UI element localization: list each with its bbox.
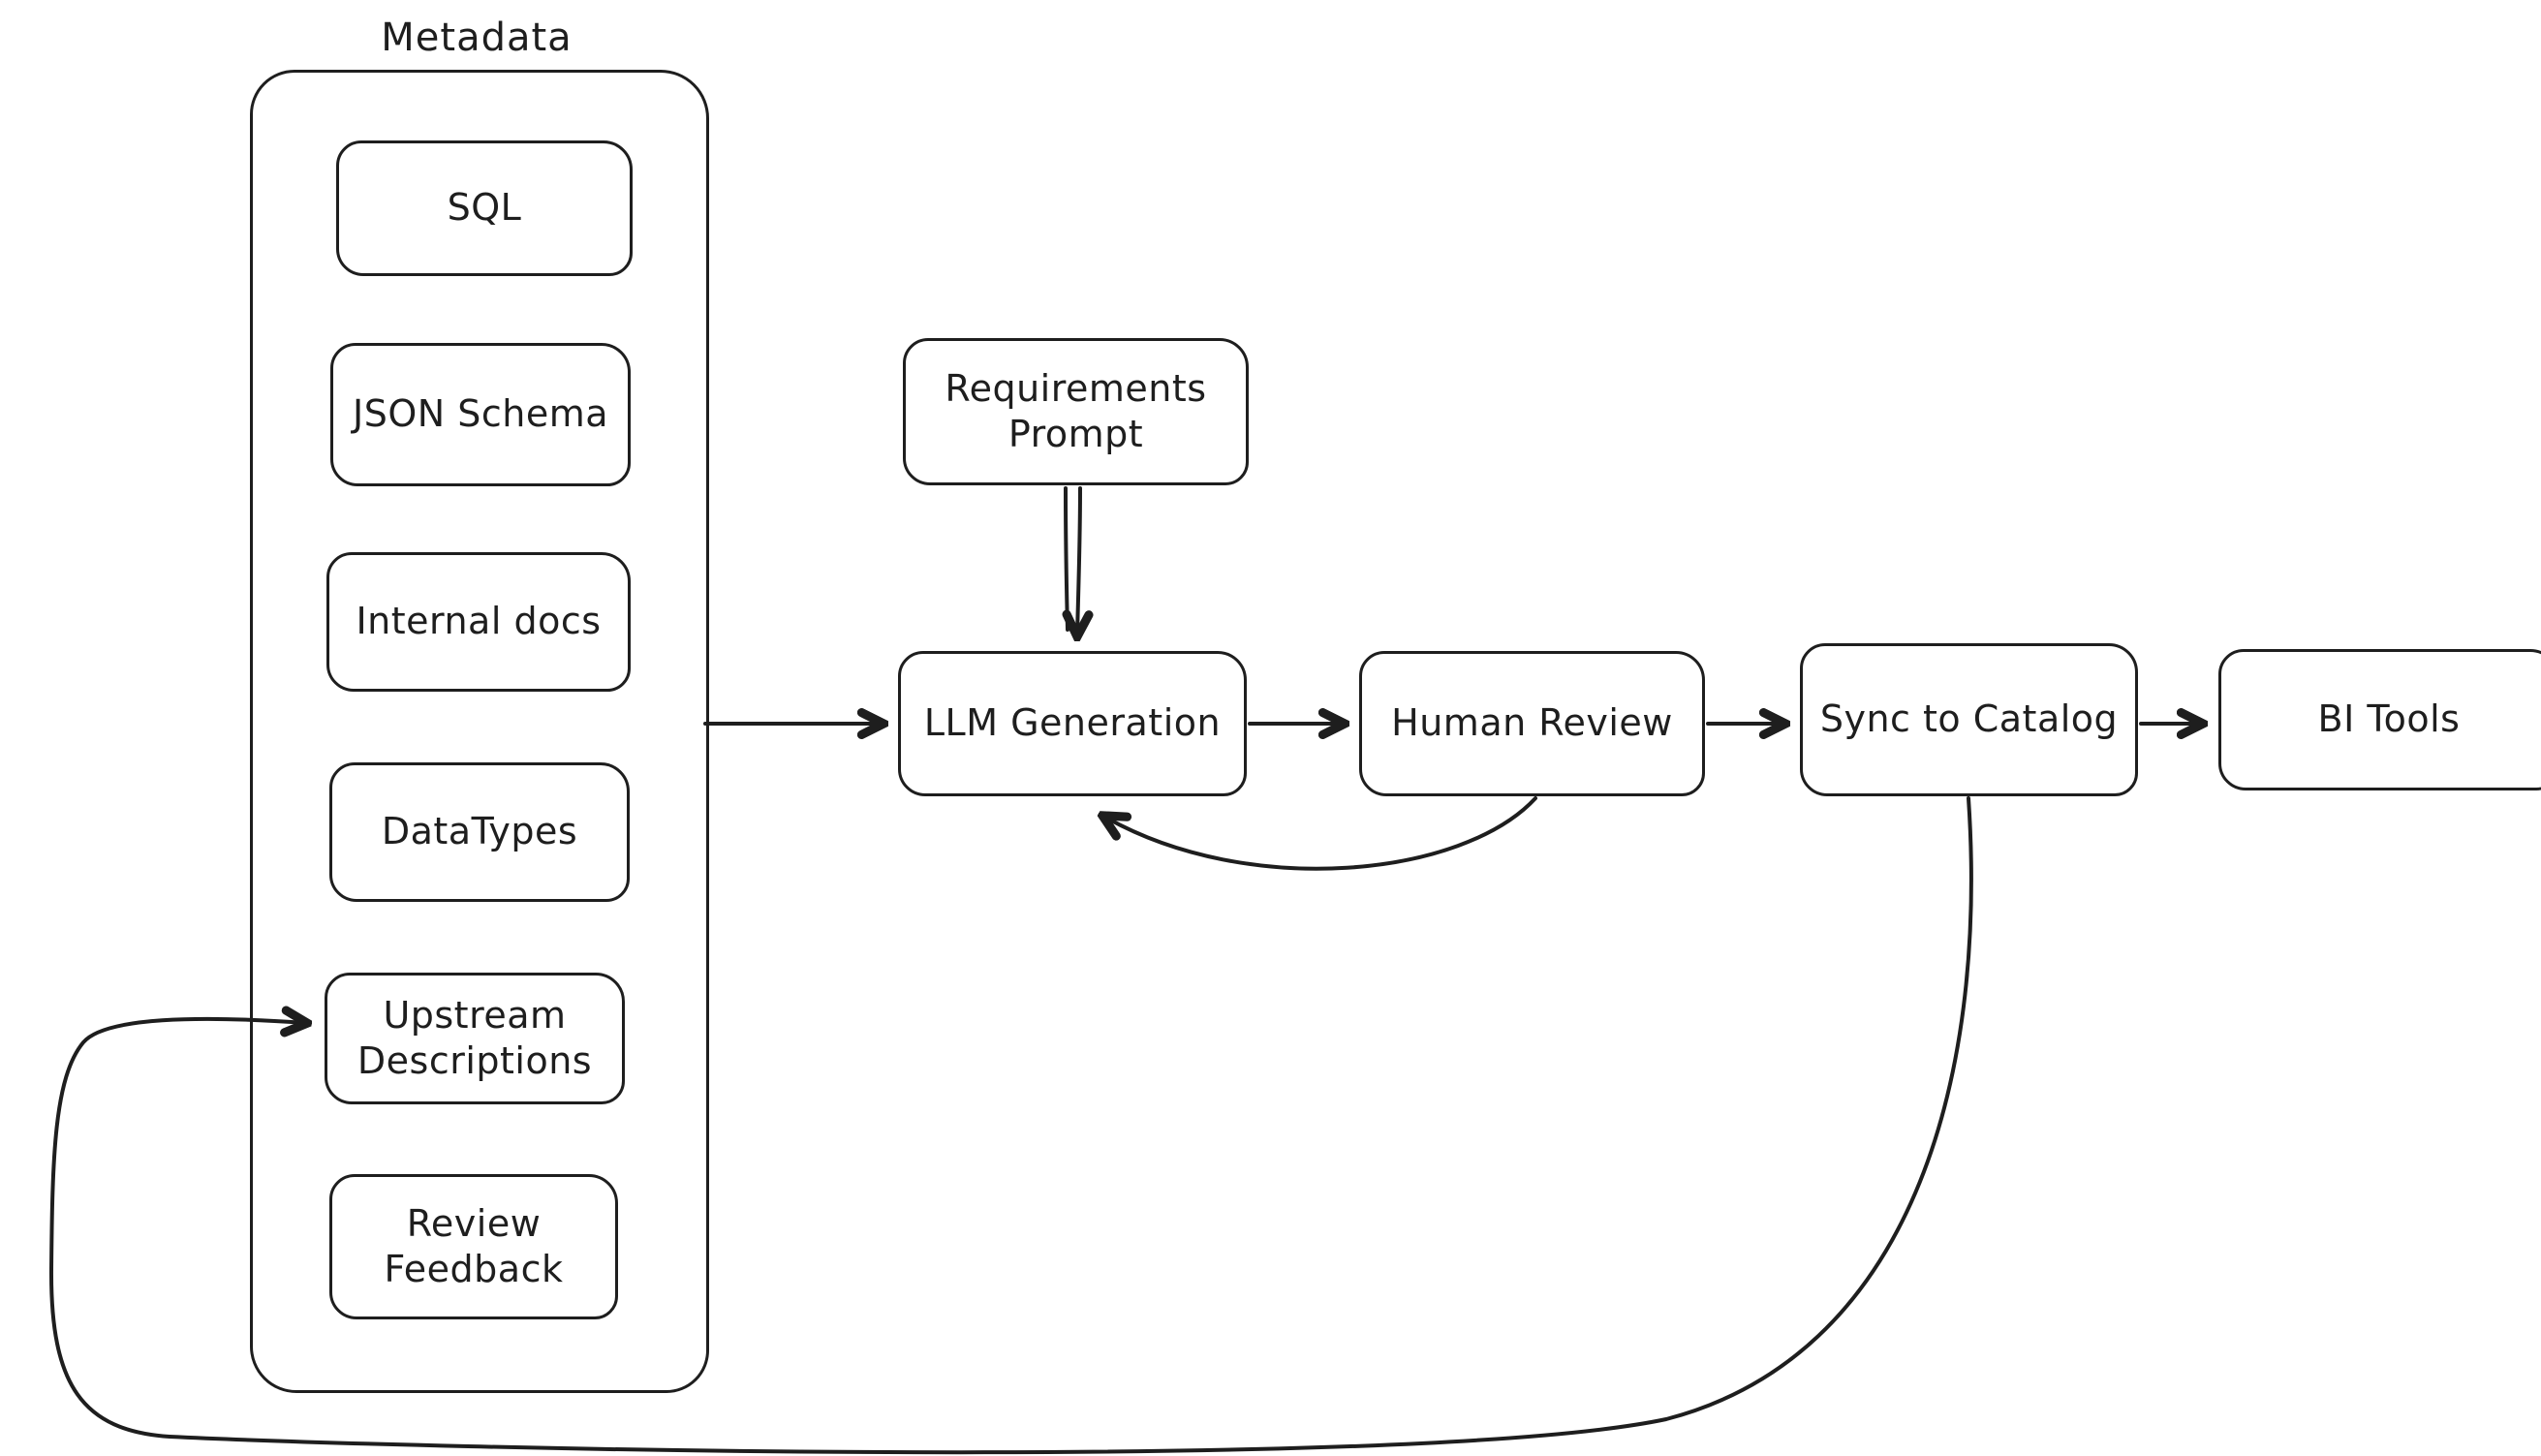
node-internal-docs-label: Internal docs (356, 600, 602, 643)
node-requirements-prompt: Requirements Prompt (903, 338, 1249, 485)
node-datatypes: DataTypes (329, 762, 630, 902)
node-json-schema-label: JSON Schema (352, 392, 609, 436)
node-json-schema: JSON Schema (330, 343, 631, 486)
metadata-group-label: Metadata (381, 15, 573, 60)
node-requirements-prompt-label: Requirements Prompt (945, 366, 1207, 456)
metadata-group-frame (250, 70, 709, 1393)
node-sync-to-catalog-label: Sync to Catalog (1819, 697, 2119, 741)
edge-requirements-to-llm-sketch (1064, 486, 1069, 632)
node-upstream-descriptions-label: Upstream Descriptions (356, 993, 593, 1083)
node-review-feedback: Review Feedback (329, 1174, 618, 1319)
node-human-review-label: Human Review (1391, 701, 1673, 745)
node-bi-tools: BI Tools (2218, 649, 2541, 790)
node-internal-docs: Internal docs (326, 552, 631, 692)
node-human-review: Human Review (1359, 651, 1705, 796)
node-bi-tools-label: BI Tools (2317, 697, 2461, 741)
node-upstream-descriptions: Upstream Descriptions (325, 973, 625, 1104)
edge-human-review-feedback-to-llm (1104, 796, 1537, 871)
node-sync-to-catalog: Sync to Catalog (1800, 643, 2138, 796)
node-sql-label: SQL (447, 186, 522, 230)
edge-requirements-to-llm (1077, 486, 1080, 635)
node-sql: SQL (336, 140, 633, 276)
node-llm-generation-label: LLM Generation (923, 701, 1222, 745)
node-datatypes-label: DataTypes (381, 810, 578, 853)
node-review-feedback-label: Review Feedback (384, 1201, 564, 1291)
node-llm-generation: LLM Generation (898, 651, 1247, 796)
